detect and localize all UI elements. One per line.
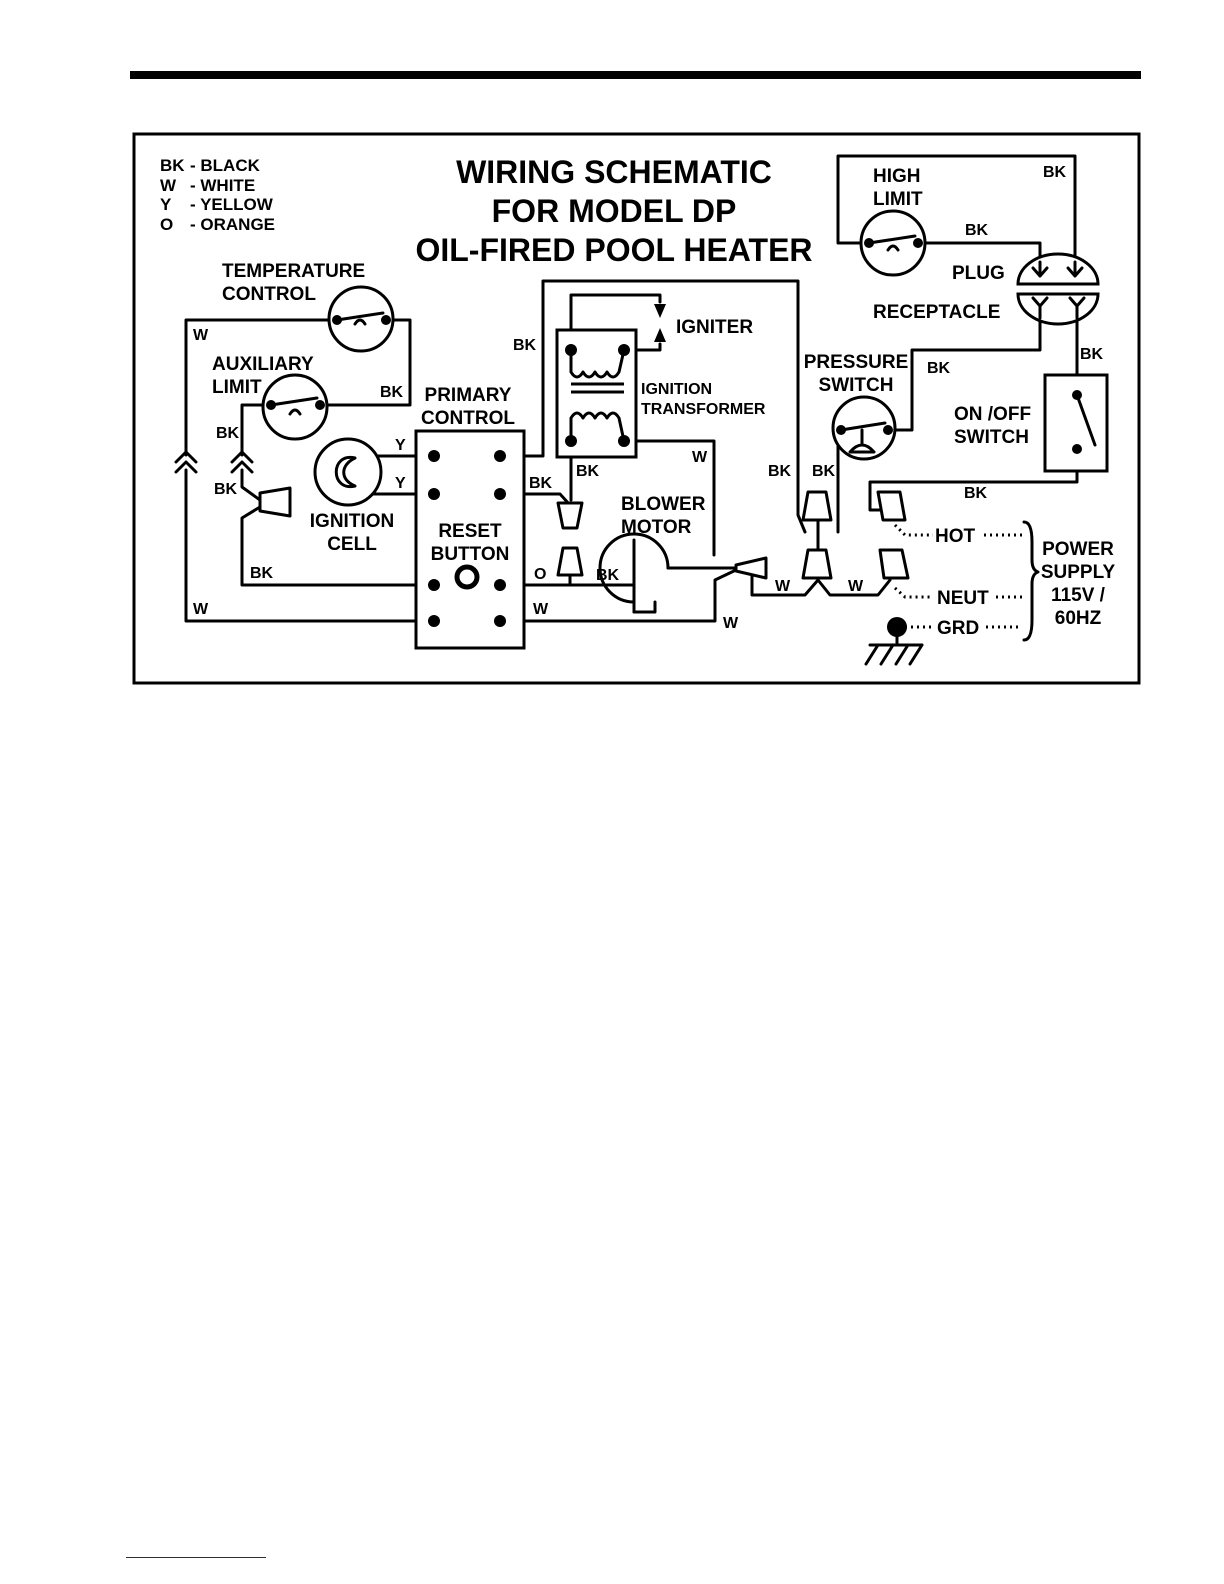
blower-motor-label-2: MOTOR: [621, 517, 692, 538]
igniter: IGNITER: [654, 304, 753, 342]
pressure-switch-label-2: SWITCH: [819, 375, 894, 396]
legend-desc-y: - YELLOW: [190, 195, 274, 214]
wire-label-bk: BK: [927, 360, 951, 377]
ignition-cell: IGNITION CELL: [310, 437, 394, 555]
blower-motor-label-1: BLOWER: [621, 494, 706, 515]
auxiliary-limit: AUXILIARY LIMIT: [212, 354, 329, 441]
temperature-control: TEMPERATURE CONTROL: [222, 261, 395, 353]
wire-label-bk: BK: [529, 475, 553, 492]
power-supply-label-4: 60HZ: [1055, 608, 1102, 629]
ignition-cell-label-2: CELL: [327, 534, 377, 555]
wire-label-bk: BK: [964, 485, 988, 502]
wire-label-y: Y: [395, 475, 406, 492]
on-off-switch-label-1: ON /OFF: [954, 404, 1031, 425]
wire-label-w: W: [775, 578, 791, 595]
wire-label-bk: BK: [214, 481, 238, 498]
wire-label-bk: BK: [965, 222, 989, 239]
hot-label: HOT: [935, 526, 976, 547]
wire-label-bk: BK: [250, 565, 274, 582]
power-supply-label-2: SUPPLY: [1041, 562, 1116, 583]
wire-labels: W BK BK BK BK W Y Y BK BK O BK W BK W W …: [193, 164, 1104, 632]
neut-label: NEUT: [937, 588, 989, 609]
legend-code-o: O: [160, 215, 173, 234]
auxiliary-limit-label-1: AUXILIARY: [212, 354, 314, 375]
ignition-transformer: IGNITION TRANSFORMER: [555, 328, 766, 459]
legend-desc-o: - ORANGE: [190, 215, 275, 234]
temperature-control-label-1: TEMPERATURE: [222, 261, 365, 282]
igniter-label: IGNITER: [676, 317, 753, 338]
on-off-switch-label-2: SWITCH: [954, 427, 1029, 448]
primary-control-label-2: CONTROL: [421, 408, 515, 429]
wire-label-y: Y: [395, 437, 406, 454]
wire-label-bk: BK: [1043, 164, 1067, 181]
wire-label-bk: BK: [812, 463, 836, 480]
power-supply: HOT NEUT GRD POWER SUPPLY 115V / 60HZ: [893, 520, 1116, 642]
pressure-switch: PRESSURE SWITCH: [804, 352, 909, 461]
receptacle-label: RECEPTACLE: [873, 302, 1000, 323]
wire-label-bk: BK: [576, 463, 600, 480]
high-limit-label-1: HIGH: [873, 166, 921, 187]
wire-label-w: W: [848, 578, 864, 595]
ignition-transformer-label-1: IGNITION: [641, 381, 712, 398]
center-connectors: [556, 501, 584, 587]
footer-underline: [126, 1557, 266, 1558]
legend-code-bk: BK: [160, 156, 185, 175]
temperature-control-label-2: CONTROL: [222, 284, 316, 305]
title-line-1: WIRING SCHEMATIC: [456, 154, 772, 190]
on-off-switch: ON /OFF SWITCH: [954, 373, 1109, 473]
title-line-2: FOR MODEL DP: [492, 193, 737, 229]
legend-desc-w: - WHITE: [190, 176, 255, 195]
wire-label-w: W: [533, 601, 549, 618]
legend-code-w: W: [160, 176, 177, 195]
high-limit: HIGH LIMIT: [859, 166, 927, 277]
wire-label-bk: BK: [596, 567, 620, 584]
wire-label-w: W: [692, 449, 708, 466]
wire-label-w: W: [193, 327, 209, 344]
high-limit-label-2: LIMIT: [873, 189, 923, 210]
wire-label-w: W: [723, 615, 739, 632]
reset-button-label-2: BUTTON: [431, 544, 510, 565]
ignition-transformer-label-2: TRANSFORMER: [641, 401, 766, 418]
connector-bank: [801, 490, 910, 580]
primary-control: PRIMARY CONTROL RESET BUTTON: [414, 385, 526, 650]
legend-code-y: Y: [160, 195, 172, 214]
auxiliary-limit-label-2: LIMIT: [212, 377, 262, 398]
wire-label-bk: BK: [768, 463, 792, 480]
ignition-cell-label-1: IGNITION: [310, 511, 394, 532]
top-rule: [130, 71, 1141, 79]
wire-label-bk: BK: [380, 384, 404, 401]
wire-label-bk: BK: [513, 337, 537, 354]
plug-receptacle: PLUG RECEPTACLE: [873, 252, 1100, 326]
wire-label-bk: BK: [1080, 346, 1104, 363]
color-legend: BK - BLACK W - WHITE Y - YELLOW O - ORAN…: [160, 156, 275, 234]
wire-label-bk: BK: [216, 425, 240, 442]
reset-button-label-1: RESET: [438, 521, 502, 542]
wire-label-o: O: [534, 566, 546, 583]
ground-symbol: [864, 617, 924, 666]
reset-button-knob: [454, 564, 480, 590]
primary-control-label-1: PRIMARY: [425, 385, 512, 406]
blower-motor: BLOWER MOTOR: [598, 494, 768, 614]
plug-label: PLUG: [952, 263, 1005, 284]
grd-label: GRD: [937, 618, 979, 639]
wire-label-w: W: [193, 601, 209, 618]
diagram-title: WIRING SCHEMATIC FOR MODEL DP OIL-FIRED …: [415, 154, 812, 268]
power-supply-label-1: POWER: [1042, 539, 1114, 560]
legend-desc-bk: - BLACK: [190, 156, 261, 175]
power-supply-label-3: 115V /: [1051, 585, 1106, 606]
left-disconnects: [174, 450, 292, 518]
title-line-3: OIL-FIRED POOL HEATER: [415, 232, 812, 268]
pressure-switch-label-1: PRESSURE: [804, 352, 909, 373]
schematic-frame: [132, 132, 1141, 685]
